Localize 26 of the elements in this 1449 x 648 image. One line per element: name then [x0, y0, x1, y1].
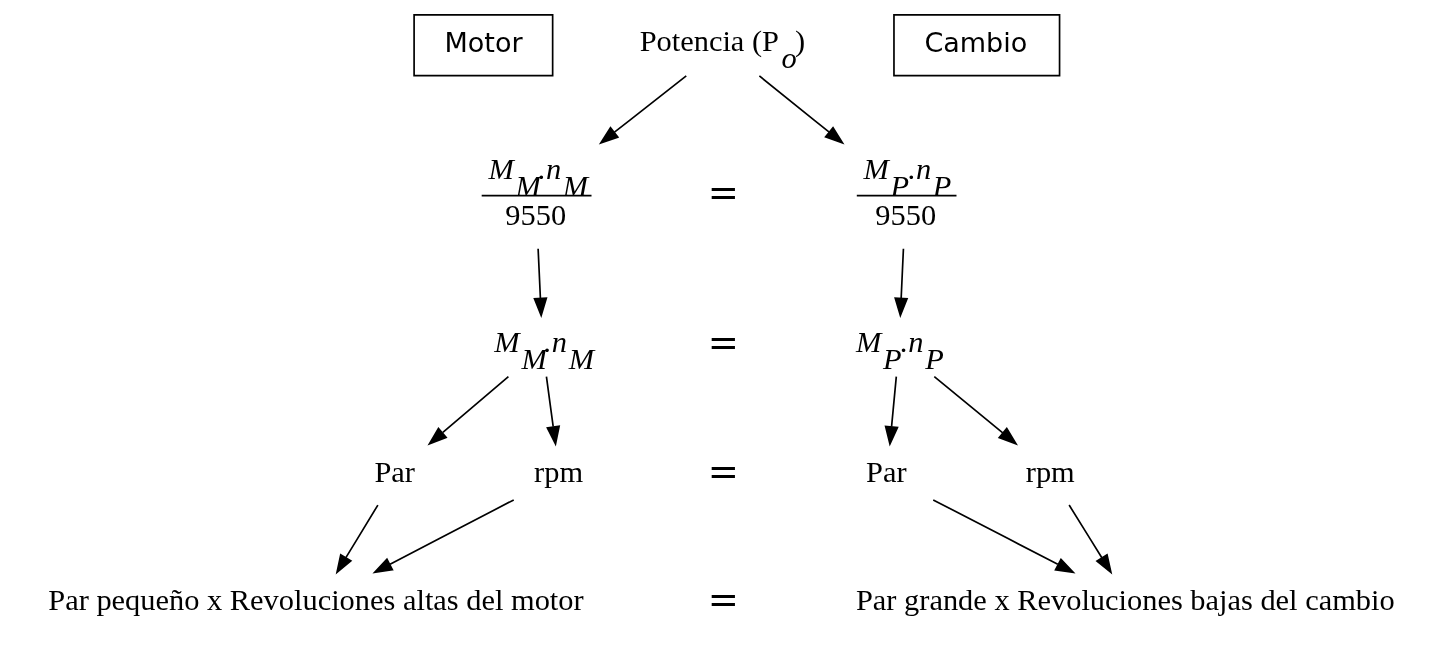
node-label: 9550 [504, 197, 566, 232]
arrow [371, 499, 515, 574]
arrow [1067, 504, 1112, 575]
arrow [532, 247, 547, 318]
label: = [707, 320, 739, 365]
arrow [545, 375, 560, 447]
node-text: Par [373, 454, 415, 489]
node-text: Par pequeño x Revoluciones altas del motor [47, 583, 584, 618]
arrow [932, 375, 1018, 446]
arrow [335, 504, 379, 575]
arrow [598, 75, 687, 145]
label: = [707, 170, 739, 215]
arrow [884, 375, 899, 447]
node-box: Cambio [892, 13, 1060, 77]
arrow [426, 375, 509, 446]
node-text: rpm [533, 454, 583, 489]
label: = [707, 448, 739, 493]
node-text: Par grande x Revoluciones bajas del cambio [855, 583, 1395, 618]
node-text: rpm [1025, 454, 1075, 489]
arrow [893, 247, 908, 318]
node-box: Motor [412, 13, 553, 77]
arrow [758, 75, 844, 145]
node-label: 9550 [874, 197, 936, 232]
node-text: Par [865, 454, 907, 489]
arrow [931, 499, 1075, 574]
label: = [707, 577, 739, 622]
